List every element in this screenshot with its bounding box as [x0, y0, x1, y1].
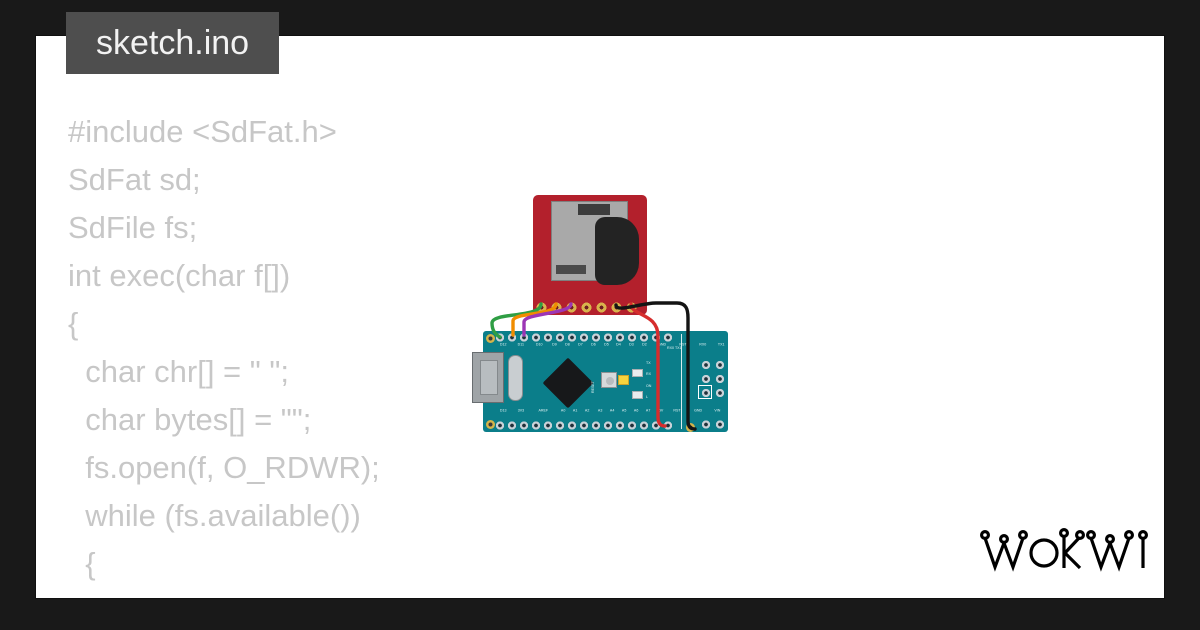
code-line: fs.fgets(chr, sizeof(chr));: [68, 588, 434, 598]
led-label: L: [646, 395, 649, 399]
microsd-card-module[interactable]: CS DI VCC SCK GND DO CD: [533, 165, 647, 315]
wire-orange[interactable]: [511, 302, 558, 337]
pin-label: D8: [565, 342, 570, 347]
sd-pin-label: CD: [627, 169, 634, 179]
reset-button[interactable]: [601, 372, 617, 388]
wire-purple[interactable]: [522, 302, 573, 337]
sd-pin-label: GND: [597, 164, 604, 179]
code-line: SdFat sd;: [68, 162, 201, 197]
nano-top-pin-labels: D12 D11 D10 D9 D8 D7 D6 D5 D4 D3 D2 GND …: [494, 342, 725, 353]
sd-pin-label: VCC: [567, 165, 574, 179]
wokwi-logo: WOKWI: [978, 526, 1154, 576]
code-line: while (fs.available()): [68, 498, 361, 533]
code-line: SdFile fs;: [68, 210, 198, 245]
nano-top-pin-row: [494, 333, 674, 342]
pin-label: D7: [578, 342, 583, 347]
pin-label: D4: [616, 342, 622, 347]
sd-pin-label: DO: [612, 169, 619, 179]
microsd-card: [595, 217, 639, 285]
wire-red[interactable]: [629, 302, 667, 428]
wires-layer: [490, 301, 697, 431]
sd-slot-detent: [578, 204, 610, 215]
canvas-card: #include <SdFat.h> SdFat sd; SdFile fs; …: [36, 36, 1164, 598]
nano-bottom-pin-row: [494, 421, 674, 430]
power-led: [618, 375, 629, 385]
filename-tab: sketch.ino: [66, 12, 280, 74]
pin-label: TX1: [718, 342, 725, 347]
pin-label: D6: [590, 342, 596, 347]
mounting-hole: [486, 420, 495, 429]
pin-label: D13: [499, 408, 507, 413]
code-line: char chr[] = " ";: [68, 354, 289, 389]
sd-pin-label: DI: [552, 172, 559, 180]
usb-port-opening: [480, 360, 498, 395]
reset-button-cap: [606, 377, 614, 385]
pin-label: A2: [585, 408, 590, 413]
mounting-hole: [486, 334, 495, 343]
nano-bottom-pin-labels: D13 3V3 AREF A0 A1 A2 A3 A4 A5 A6 A7 5V …: [494, 408, 721, 419]
pin-label: A1: [572, 408, 578, 413]
crystal-oscillator: [508, 355, 523, 401]
rx-led: [632, 391, 643, 399]
pin-label: RST: [679, 342, 687, 347]
led-label: TX: [646, 361, 651, 365]
sd-pin-label: CS: [537, 169, 544, 179]
led-label: RX: [646, 372, 652, 376]
led-label: ON: [646, 384, 652, 388]
code-line: int exec(char f[]): [68, 258, 291, 293]
icsp-pin1-marker: [698, 385, 712, 399]
serial-pins-label: RX0 TX1: [667, 346, 682, 350]
pin-label: A3: [597, 408, 602, 413]
pin-label: AREF: [538, 408, 549, 413]
code-line: {: [68, 546, 96, 581]
code-line: {: [68, 306, 79, 341]
pin-label: GND: [694, 408, 703, 413]
circuit-diagram: CS DI VCC SCK GND DO CD: [456, 165, 756, 446]
extra-pins: [699, 419, 727, 430]
pin-label: D5: [603, 342, 609, 347]
filename: sketch.ino: [96, 23, 250, 62]
pin-label: D10: [535, 342, 543, 347]
icsp-header: [699, 358, 727, 400]
pin-label: A4: [609, 408, 615, 413]
pin-label: D12: [499, 342, 507, 347]
code-line: #include <SdFat.h>: [68, 114, 337, 149]
pin-label: RST: [673, 408, 681, 413]
pin-label: A5: [621, 408, 627, 413]
pin-label: 3V3: [518, 408, 525, 413]
tx-led: [632, 369, 643, 377]
sd-slot-spring: [556, 265, 586, 274]
usb-connector: [472, 352, 504, 403]
wire-green[interactable]: [490, 302, 543, 339]
wire-black[interactable]: [614, 301, 697, 431]
pin-label: VIN: [714, 408, 721, 413]
silk-divider-line: [681, 334, 682, 429]
code-snippet: #include <SdFat.h> SdFat sd; SdFile fs; …: [68, 108, 435, 598]
pin-label: RX0: [699, 342, 707, 347]
pin-label: D9: [552, 342, 558, 347]
pin-label: GND: [657, 342, 666, 347]
pin-label: A6: [634, 408, 639, 413]
pin-label: D2: [642, 342, 647, 347]
pin-label: D3: [629, 342, 634, 347]
sd-pin-label: SCK: [582, 165, 589, 179]
pin-label: A0: [560, 408, 566, 413]
pin-label: D11: [517, 342, 525, 347]
wokwi-logo-glyphs: [979, 527, 1149, 572]
code-line: fs.open(f, O_RDWR);: [68, 450, 380, 485]
pin-label: 5V: [658, 408, 664, 413]
pin-label: A7: [646, 408, 651, 413]
code-line: char bytes[] = "";: [68, 402, 312, 437]
